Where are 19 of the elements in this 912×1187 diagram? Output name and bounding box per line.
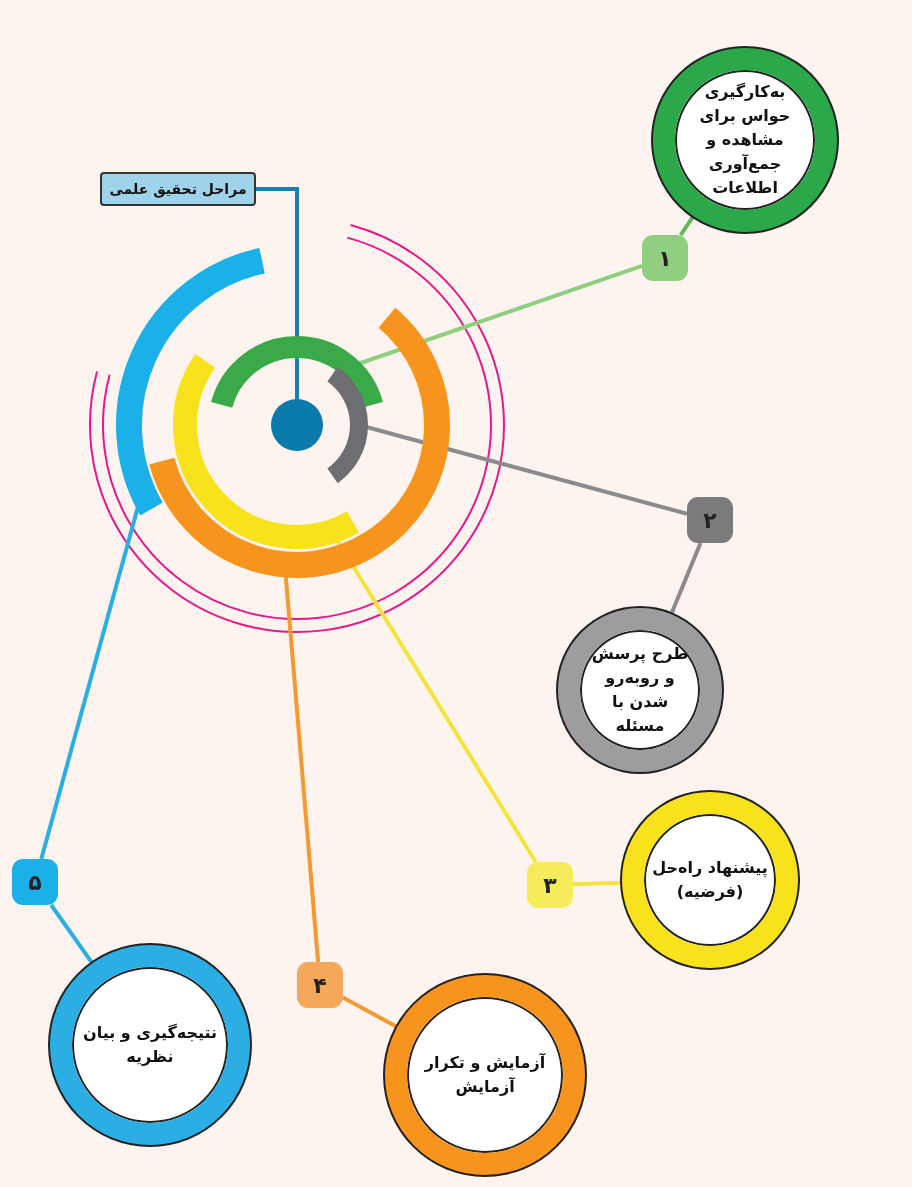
number-badge: ۳ [527, 862, 573, 908]
step-circle: نتیجه‌گیری و بیان نظریه [50, 945, 250, 1145]
leader-line [256, 187, 299, 399]
title-box: مراحل تحقیق علمی [100, 172, 256, 206]
number-badge: ۵ [12, 859, 58, 905]
arc [116, 248, 266, 515]
arc [149, 308, 450, 578]
step-circle: به‌کارگیری حواس برای مشاهده و جمع‌آوری اطلاعات [653, 48, 837, 232]
number-badge: ۱ [642, 235, 688, 281]
leader-line [669, 542, 703, 615]
leader-line [342, 995, 399, 1029]
leader-line [678, 214, 696, 237]
number-badge: ۴ [297, 962, 343, 1008]
leader-line [49, 903, 95, 965]
step-circle: طرح پرسش و روبه‌رو شدن با مسئله [558, 608, 722, 772]
number-badge: ۲ [687, 497, 733, 543]
leader-line [572, 880, 623, 887]
step-circle: پیشنهاد راه‌حل (فرضیه) [622, 792, 798, 968]
step-circle: آزمایش و تکرار آزمایش [385, 975, 585, 1175]
